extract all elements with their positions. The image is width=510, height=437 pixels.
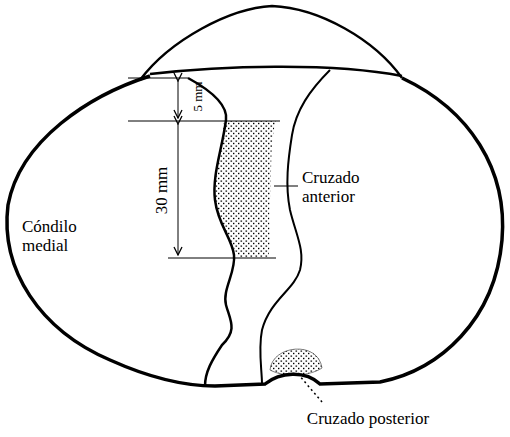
tibial-plateau-outline bbox=[7, 76, 503, 386]
dimension-arrow bbox=[178, 81, 179, 118]
anterior-edge bbox=[150, 67, 402, 76]
dimension-label: 30 mm bbox=[152, 166, 171, 214]
dimension-extension bbox=[128, 121, 280, 122]
acl-footprint bbox=[215, 121, 276, 257]
lateral-intercondylar-edge bbox=[260, 70, 330, 384]
pcl-footprint bbox=[270, 349, 322, 375]
leader-line bbox=[298, 374, 322, 402]
anterior-rim bbox=[140, 6, 402, 80]
dimension-extension bbox=[128, 78, 188, 79]
ligament-label: Cruzado anterior bbox=[302, 168, 382, 206]
dimension-arrow bbox=[178, 124, 179, 255]
ligament-label: Cruzado posterior bbox=[307, 409, 429, 428]
dimension-extension bbox=[168, 258, 276, 259]
leader-line bbox=[274, 186, 298, 187]
dimension-label: 5 mm bbox=[190, 81, 205, 111]
region-label: Cóndilo medial bbox=[22, 217, 102, 255]
